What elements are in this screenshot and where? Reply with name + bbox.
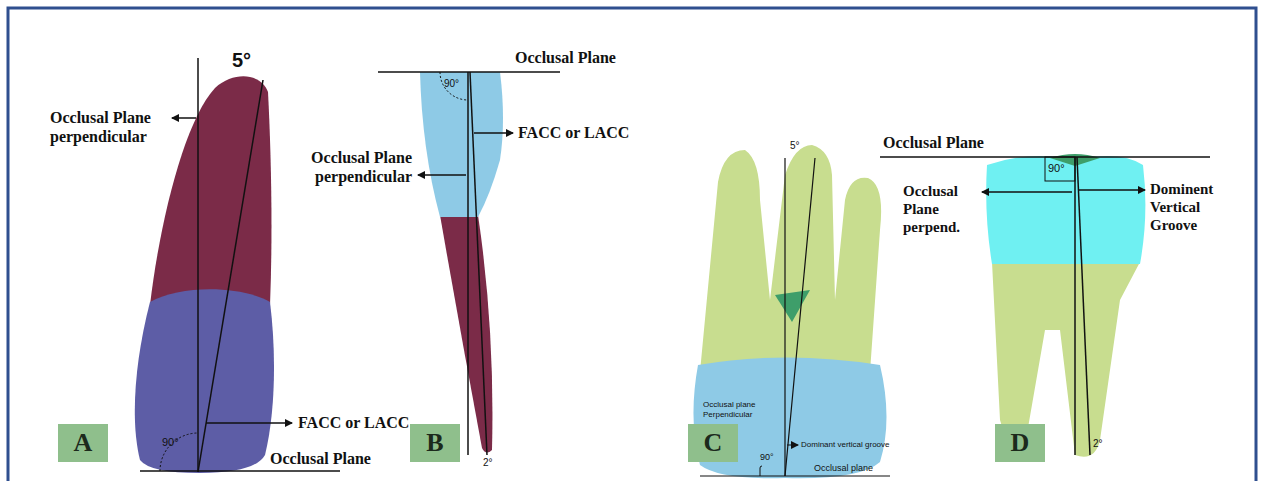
annotation-label: Occlusal Plane perpend.: [903, 182, 981, 236]
annotation-label: 2°: [1093, 438, 1103, 450]
annotation-label: Occlusal Plane: [515, 48, 616, 67]
annotation-label: Dominant vertical groove: [801, 440, 889, 450]
annotation-label: FACC or LACC: [298, 413, 409, 432]
panel-letter: B: [426, 428, 443, 458]
panel-letter-box: A: [58, 424, 108, 462]
annotation-label: Occlusal Plane: [270, 449, 371, 468]
annotation-label: 2°: [483, 457, 493, 469]
annotation-label: Occlusal plane Perpendicular: [703, 400, 775, 419]
panel-letter: C: [704, 428, 723, 458]
panel-letter-box: D: [995, 424, 1045, 462]
annotation-label: FACC or LACC: [518, 123, 629, 142]
panel-letter-box: B: [410, 424, 460, 462]
annotation-label: Occlusal Plane: [883, 133, 984, 152]
annotation-label: 90°: [760, 452, 774, 463]
annotation-label: Dominent Vertical Groove: [1150, 180, 1250, 234]
panel-letter: A: [74, 428, 93, 458]
incisor-labial: [135, 58, 340, 473]
annotation-label: 90°: [444, 78, 459, 90]
frame: [8, 8, 1256, 481]
annotation-label: 90°: [1048, 162, 1065, 175]
annotation-label: Occlusal Plane perpendicular: [50, 108, 168, 146]
annotation-label: 90°: [162, 436, 179, 449]
panel-letter-box: C: [688, 424, 738, 462]
annotation-label: 5°: [790, 140, 800, 152]
annotation-label: 5°: [232, 48, 251, 72]
annotation-label: Occlusal plane: [814, 463, 873, 474]
panel-letter: D: [1011, 428, 1030, 458]
annotation-label: Occlusal Plane perpendicular: [286, 148, 412, 186]
